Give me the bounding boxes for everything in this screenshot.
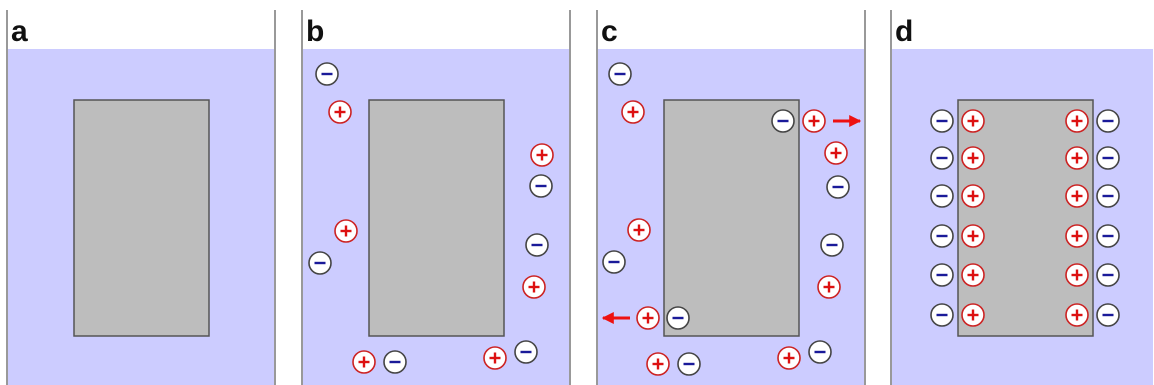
panel-label: c	[601, 15, 618, 48]
plus-circle-icon	[646, 352, 670, 376]
panel-a: a	[6, 10, 276, 385]
plus-circle-icon	[802, 109, 826, 133]
plus-circle-icon	[636, 306, 660, 330]
minus-circle-icon	[1096, 184, 1120, 208]
plus-circle-icon	[777, 346, 801, 370]
electrode	[73, 99, 210, 337]
panel-d: d	[890, 10, 1153, 385]
plus-circle-icon	[483, 346, 507, 370]
minus-circle-icon	[677, 352, 701, 376]
plus-circle-icon	[961, 224, 985, 248]
minus-circle-icon	[820, 233, 844, 257]
minus-circle-icon	[1096, 303, 1120, 327]
electrode	[957, 99, 1094, 337]
minus-circle-icon	[930, 184, 954, 208]
minus-circle-icon	[525, 233, 549, 257]
plus-circle-icon	[817, 275, 841, 299]
minus-circle-icon	[1096, 263, 1120, 287]
plus-circle-icon	[961, 263, 985, 287]
plus-circle-icon	[1065, 184, 1089, 208]
minus-circle-icon	[514, 340, 538, 364]
minus-circle-icon	[930, 263, 954, 287]
minus-circle-icon	[602, 250, 626, 274]
plus-circle-icon	[1065, 303, 1089, 327]
plus-circle-icon	[334, 219, 358, 243]
minus-circle-icon	[1096, 109, 1120, 133]
panel-label: d	[895, 15, 913, 48]
plus-circle-icon	[328, 100, 352, 124]
minus-circle-icon	[1096, 146, 1120, 170]
minus-circle-icon	[930, 146, 954, 170]
minus-circle-icon	[771, 109, 795, 133]
electrode	[368, 99, 505, 337]
plus-circle-icon	[961, 303, 985, 327]
plus-circle-icon	[352, 350, 376, 374]
plus-circle-icon	[961, 146, 985, 170]
minus-circle-icon	[666, 306, 690, 330]
electrode	[663, 99, 800, 337]
plus-circle-icon	[1065, 263, 1089, 287]
minus-circle-icon	[608, 62, 632, 86]
minus-circle-icon	[529, 174, 553, 198]
plus-circle-icon	[824, 141, 848, 165]
panel-label: b	[306, 15, 324, 48]
plus-circle-icon	[522, 275, 546, 299]
panel-label: a	[11, 15, 28, 48]
plus-circle-icon	[1065, 109, 1089, 133]
minus-circle-icon	[315, 62, 339, 86]
minus-circle-icon	[383, 350, 407, 374]
plus-circle-icon	[961, 184, 985, 208]
plus-circle-icon	[961, 109, 985, 133]
plus-circle-icon	[1065, 146, 1089, 170]
minus-circle-icon	[1096, 224, 1120, 248]
minus-circle-icon	[826, 175, 850, 199]
panel-b: b	[301, 10, 571, 385]
minus-circle-icon	[930, 224, 954, 248]
panels-layer: a b c d	[6, 10, 1153, 385]
plus-circle-icon	[1065, 224, 1089, 248]
plus-circle-icon	[530, 143, 554, 167]
minus-circle-icon	[308, 251, 332, 275]
minus-circle-icon	[930, 303, 954, 327]
minus-circle-icon	[808, 340, 832, 364]
plus-circle-icon	[627, 218, 651, 242]
minus-circle-icon	[930, 109, 954, 133]
plus-circle-icon	[621, 100, 645, 124]
panel-c: c	[596, 10, 866, 385]
